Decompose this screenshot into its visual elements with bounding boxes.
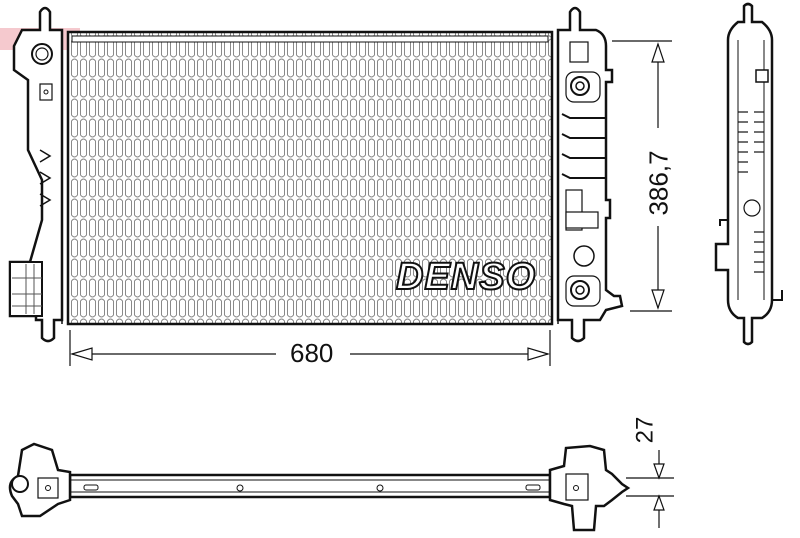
width-dimension-line bbox=[69, 330, 551, 366]
width-dimension-label: 680 bbox=[284, 340, 340, 366]
left-tank bbox=[8, 6, 64, 343]
height-dimension-label: 386,7 bbox=[644, 144, 674, 222]
side-view bbox=[714, 2, 783, 346]
depth-dimension-label: 27 bbox=[631, 414, 659, 446]
depth-dimension-line bbox=[626, 450, 674, 528]
top-view bbox=[8, 442, 674, 532]
denso-logo: DENSO bbox=[395, 256, 537, 298]
front-view bbox=[8, 6, 672, 366]
radiator-core bbox=[66, 30, 554, 326]
height-dimension-line bbox=[612, 40, 672, 312]
right-tank bbox=[556, 6, 624, 343]
